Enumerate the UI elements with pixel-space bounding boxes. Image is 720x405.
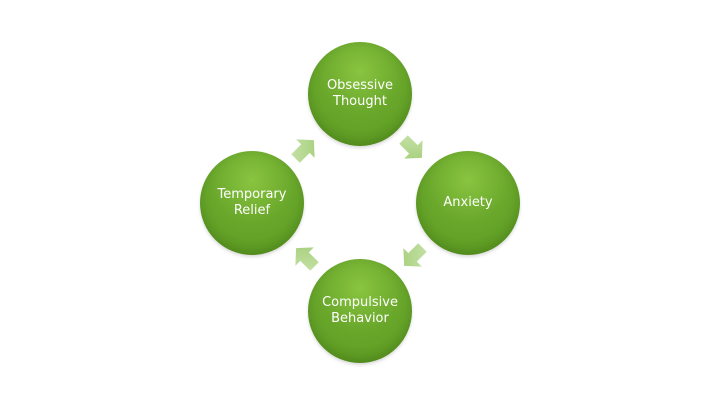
node-label-obsessive-thought: Obsessive Thought <box>326 78 394 109</box>
arrow-obsessive-to-anxiety <box>399 135 423 159</box>
node-label-anxiety: Anxiety <box>443 195 493 210</box>
arrow-compulsive-to-relief <box>295 247 319 271</box>
node-label-temporary-relief: Temporary Relief <box>217 187 287 218</box>
node-label-compulsive-behavior: Compulsive Behavior <box>322 295 398 326</box>
node-obsessive-thought: Obsessive Thought <box>308 42 412 146</box>
arrow-anxiety-to-compulsive <box>403 243 427 267</box>
node-temporary-relief: Temporary Relief <box>200 151 304 255</box>
node-anxiety: Anxiety <box>416 151 520 255</box>
node-compulsive-behavior: Compulsive Behavior <box>308 259 412 363</box>
arrow-relief-to-obsessive <box>291 139 315 163</box>
